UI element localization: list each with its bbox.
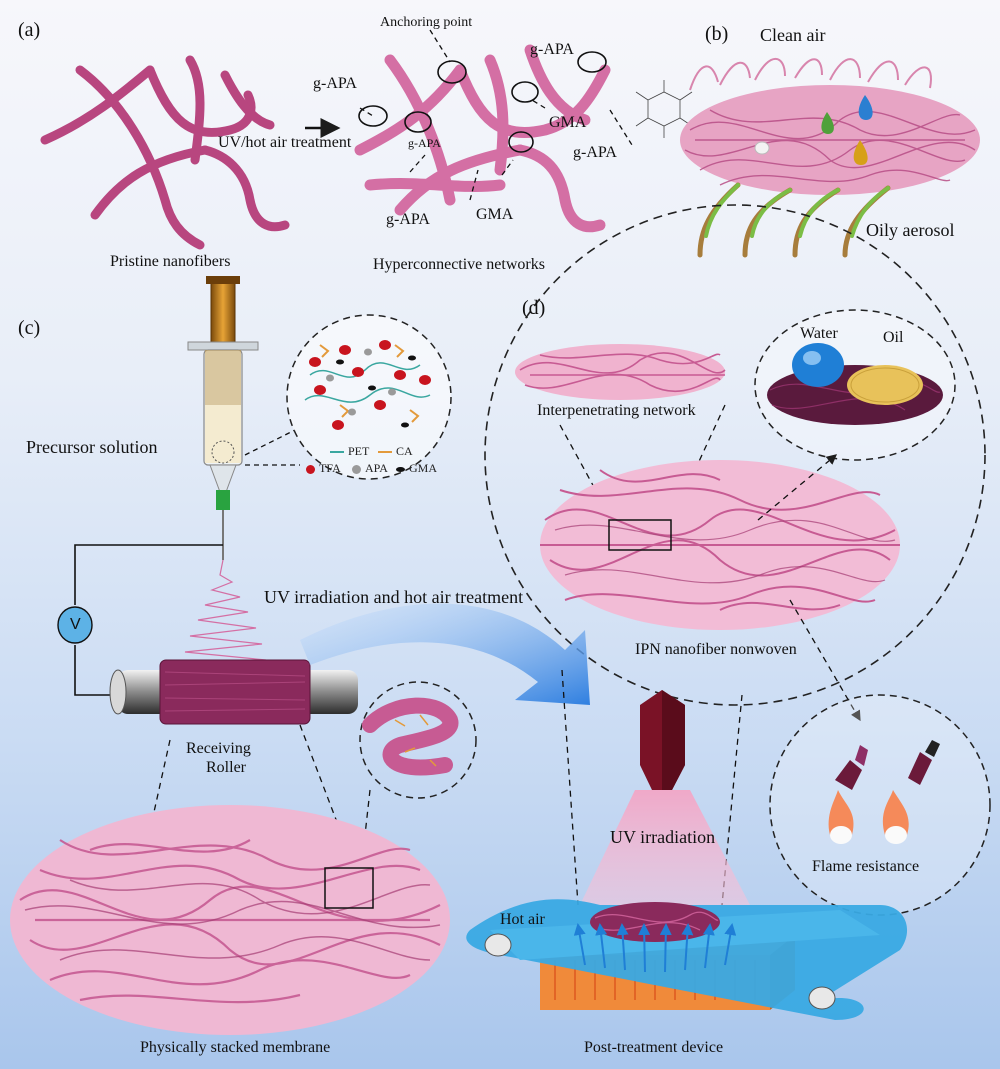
hyperconnective-network-drawing — [354, 44, 611, 233]
anchoring-leader-lines — [359, 29, 633, 201]
flame-test-icons — [828, 740, 940, 844]
s-fiber-icon — [362, 697, 459, 776]
circuit-wire — [74, 544, 223, 696]
gapa-label-4: g-APA — [530, 41, 574, 58]
oily-aerosol-label: Oily aerosol — [866, 220, 955, 240]
post-treatment-device — [466, 690, 908, 1020]
stacked-membrane — [10, 805, 450, 1035]
gapa-label-3: g-APA — [386, 211, 430, 228]
anchoring-circles — [358, 51, 607, 153]
oily-aerosol-arrows — [697, 182, 891, 258]
panel-d-outline — [484, 204, 986, 706]
voltage-source-icon — [57, 606, 93, 644]
roller-zoom-lines — [149, 724, 341, 831]
clean-air-label: Clean air — [760, 25, 826, 45]
filter-mat-b — [680, 85, 980, 195]
process-flow-label: UV irradiation and hot air treatment — [264, 587, 524, 607]
panel-a-tag: (a) — [18, 19, 41, 41]
hot-air-label: Hot air — [500, 911, 545, 928]
device-zoom-lines — [561, 669, 743, 906]
precursor-solution-label: Precursor solution — [26, 437, 158, 457]
hyperconnective-networks-caption: Hyperconnective networks — [373, 256, 545, 273]
voltage-symbol: V — [70, 616, 81, 633]
interpenetrating-network-drawing — [515, 344, 726, 400]
gapa-label-1: g-APA — [313, 75, 357, 92]
receiving-roller — [109, 659, 358, 725]
post-treatment-device-caption: Post-treatment device — [584, 1039, 724, 1056]
gapa-label-5: g-APA — [573, 144, 617, 161]
anchoring-point-label: Anchoring point — [380, 15, 473, 30]
gma-label-1: GMA — [549, 114, 587, 131]
droplets — [754, 95, 873, 165]
molecule-structure-icon — [635, 80, 693, 138]
legend-gma: GMA — [396, 461, 437, 476]
legend-ca: CA — [378, 444, 413, 459]
water-label: Water — [800, 325, 838, 342]
gma-label-2: GMA — [476, 206, 514, 223]
stacked-membrane-caption: Physically stacked membrane — [140, 1039, 331, 1056]
panel-b-tag: (b) — [705, 23, 729, 45]
flame-zoom-circle — [769, 694, 991, 916]
water-oil-mat — [767, 343, 943, 425]
panel-d-tag: (d) — [522, 297, 546, 319]
ipn-nonwoven-caption: IPN nanofiber nonwoven — [635, 641, 797, 658]
fiber-zoom-circle — [359, 681, 477, 799]
receiving-roller-label-1: Receiving — [186, 740, 251, 757]
precursor-leader-1 — [244, 429, 296, 456]
legend-apa: APA — [352, 461, 388, 476]
oil-label: Oil — [883, 329, 904, 346]
panel-c-tag: (c) — [18, 317, 41, 339]
ipn-nonwoven-drawing — [540, 460, 900, 630]
water-oil-leader — [757, 454, 837, 521]
treatment-arrow-label: UV/hot air treatment — [218, 134, 352, 151]
electrospinning-jet — [184, 559, 267, 661]
pristine-nanofibers-drawing — [40, 55, 290, 250]
pristine-nanofibers-caption: Pristine nanofibers — [110, 253, 231, 270]
legend-pet: PET — [330, 444, 369, 459]
syringe — [187, 276, 259, 560]
gapa-label-2: g-APA — [408, 136, 441, 150]
receiving-roller-label-2: Roller — [206, 759, 246, 776]
legend-tfa: TFA — [306, 461, 341, 476]
interpenetrating-network-label: Interpenetrating network — [537, 402, 696, 419]
flame-resistance-label: Flame resistance — [812, 858, 920, 875]
process-flow-arrow — [300, 603, 590, 705]
uv-irradiation-label: UV irradiation — [610, 827, 716, 847]
precursor-molecules — [304, 340, 431, 430]
clean-air-fibers — [689, 58, 932, 91]
